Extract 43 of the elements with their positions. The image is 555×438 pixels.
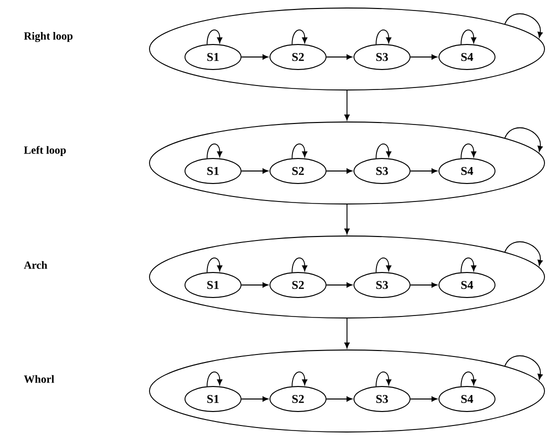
row-label: Right loop — [24, 32, 73, 42]
self-loop-arrow — [460, 372, 476, 387]
arrow — [241, 54, 268, 60]
arrow — [241, 396, 268, 402]
row-label: Whorl — [24, 375, 54, 383]
arrow — [344, 90, 350, 120]
self-loop-arrow — [206, 144, 222, 159]
arrow — [326, 282, 352, 288]
state-group-ellipse — [149, 236, 545, 318]
state-group-ellipse — [149, 122, 545, 204]
self-loop-arrow — [376, 258, 392, 273]
state-group-ellipse — [149, 8, 545, 90]
arrow — [241, 282, 268, 288]
self-loop-arrow — [460, 258, 476, 273]
self-loop-arrow — [504, 355, 543, 380]
row-label: Left loop — [24, 146, 66, 156]
self-loop-arrow — [292, 258, 308, 273]
self-loop-arrow — [376, 144, 392, 159]
state-group-ellipse — [149, 350, 545, 432]
self-loop-arrow — [504, 13, 543, 38]
arrow — [241, 168, 268, 174]
self-loop-arrow — [206, 372, 222, 387]
self-loop-arrow — [376, 30, 392, 45]
self-loop-arrow — [292, 144, 308, 159]
self-loop-arrow — [460, 144, 476, 159]
arrow — [344, 318, 350, 348]
self-loop-arrow — [504, 127, 543, 152]
row-label: Arch — [24, 261, 48, 269]
self-loop-arrow — [376, 372, 392, 387]
self-loop-arrow — [292, 30, 308, 45]
self-loop-arrow — [206, 30, 222, 45]
arrow — [326, 396, 352, 402]
arrow — [326, 54, 352, 60]
self-loop-arrow — [292, 372, 308, 387]
arrow — [410, 396, 438, 402]
self-loop-arrow — [504, 241, 543, 266]
arrow — [410, 168, 438, 174]
arrow — [326, 168, 352, 174]
arrow — [410, 54, 438, 60]
self-loop-arrow — [460, 30, 476, 45]
arrow — [344, 204, 350, 234]
self-loop-arrow — [206, 258, 222, 273]
arrow — [410, 282, 438, 288]
